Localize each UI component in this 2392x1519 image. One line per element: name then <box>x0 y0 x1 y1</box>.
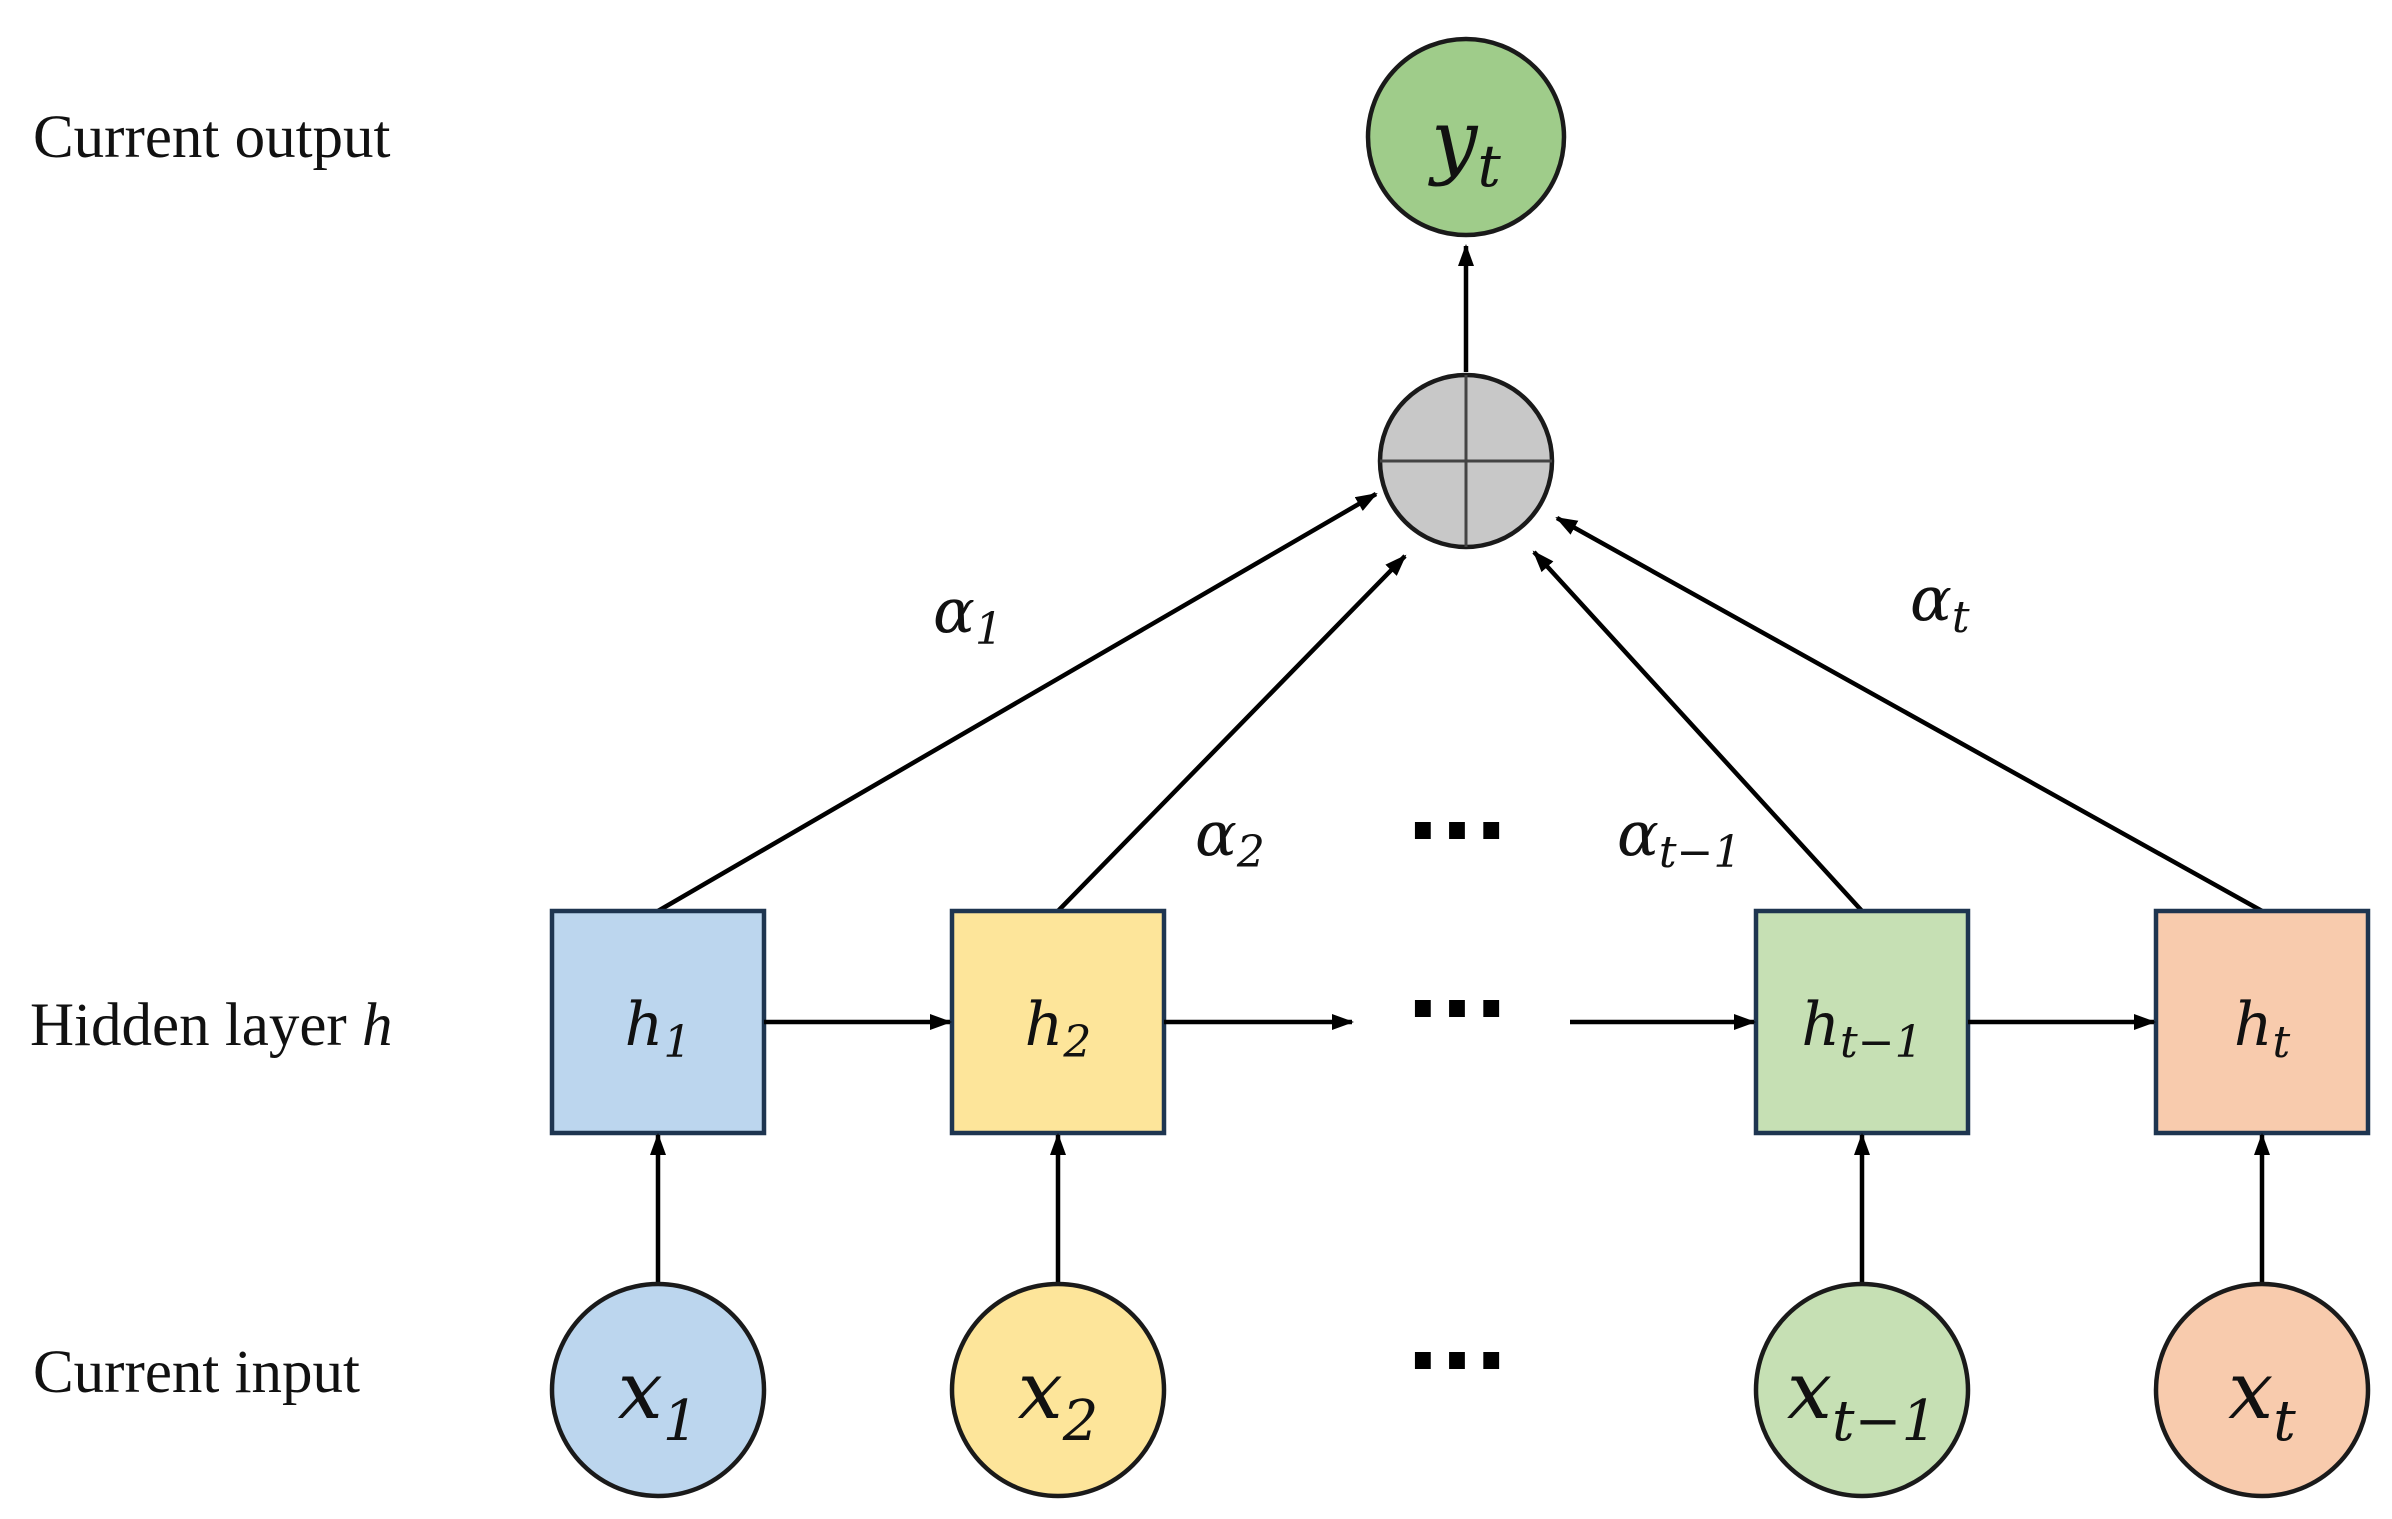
input-sub-2: 2 <box>1062 1389 1099 1454</box>
output-var: y <box>1427 93 1479 188</box>
weight-alpha-t-var: α <box>1910 562 1952 635</box>
input-x2: x2 <box>949 1281 1167 1499</box>
input-var-2: x <box>1018 1344 1063 1437</box>
weight-alpha-1-var: α <box>933 574 975 647</box>
hidden-sub-t-1: t−1 <box>1840 1017 1923 1068</box>
arrow-h1-to-sum <box>656 492 1378 913</box>
output-sub: t <box>1478 132 1502 200</box>
hidden-sub-t: t <box>2272 1017 2290 1068</box>
input-xt-1: xt−1 <box>1753 1281 1971 1499</box>
hidden-box-t-1 <box>1753 908 1971 1136</box>
input-circle-t <box>2153 1281 2371 1499</box>
hidden-box-t <box>2153 908 2371 1136</box>
current-input-label: Current input <box>33 1339 360 1406</box>
input-sub-1: 1 <box>663 1389 699 1454</box>
input-circle-t-1 <box>1753 1281 1971 1499</box>
current-output-label: Current output <box>33 104 391 171</box>
hidden-box-2 <box>949 908 1167 1136</box>
weight-alpha-1: α1 <box>933 574 1003 655</box>
weight-alpha-t-1-var: α <box>1617 797 1659 870</box>
arrow-ht1-to-sum <box>1532 550 1864 913</box>
hidden-state-ht-1: ht−1 <box>1753 908 1971 1136</box>
weight-alpha-1-sub: 1 <box>975 604 1003 655</box>
hidden-var-2: h <box>1025 990 1064 1060</box>
output-node: yt <box>1365 36 1567 238</box>
arrow-h2-to-sum <box>1056 554 1407 913</box>
weight-alpha-2-sub: 2 <box>1236 827 1265 878</box>
hidden-sub-1: 1 <box>663 1017 691 1068</box>
hidden-layer-label: Hidden layer h <box>30 992 393 1059</box>
input-sub-t: t <box>2273 1389 2296 1454</box>
input-label-1: x1 <box>618 1344 699 1454</box>
hidden-label-2: h2 <box>1025 990 1092 1068</box>
input-var-t-1: x <box>1787 1344 1832 1437</box>
hidden-sub-2: 2 <box>1062 1017 1091 1068</box>
input-sub-t-1: t−1 <box>1832 1389 1937 1454</box>
hidden-ellipsis: ··· <box>1406 957 1509 1062</box>
output-label: yt <box>1427 93 1501 200</box>
hidden-label-t: ht <box>2234 990 2291 1068</box>
hidden-layer-label-text: Hidden layer <box>30 992 362 1059</box>
hidden-layer-label-var: h <box>362 992 393 1059</box>
hidden-state-h1: h1 <box>549 908 767 1136</box>
weight-alpha-t-1-sub: t−1 <box>1659 827 1742 878</box>
input-label-t-1: xt−1 <box>1787 1344 1937 1454</box>
input-xt: xt <box>2153 1281 2371 1499</box>
input-circle-2 <box>949 1281 1167 1499</box>
sum-node <box>1377 372 1555 550</box>
hidden-var-t: h <box>2234 990 2273 1060</box>
hidden-var-1: h <box>625 990 664 1060</box>
hidden-label-1: h1 <box>625 990 692 1068</box>
hidden-var-t-1: h <box>1801 990 1840 1060</box>
weight-alpha-2-var: α <box>1195 797 1237 870</box>
hidden-state-h2: h2 <box>949 908 1167 1136</box>
output-circle <box>1365 36 1567 238</box>
weight-alpha-t-1: αt−1 <box>1617 797 1741 878</box>
input-var-t: x <box>2228 1344 2273 1437</box>
weight-alpha-2: α2 <box>1195 797 1265 878</box>
input-ellipsis: ··· <box>1406 1309 1509 1414</box>
input-var-1: x <box>618 1344 663 1437</box>
weights-ellipsis: ··· <box>1406 779 1509 884</box>
input-label-t: xt <box>2228 1344 2296 1454</box>
hidden-state-ht: ht <box>2153 908 2371 1136</box>
weight-alpha-t: αt <box>1910 562 1970 643</box>
arrow-ht-to-sum <box>1555 516 2264 913</box>
weight-alpha-t-sub: t <box>1952 592 1970 643</box>
input-x1: x1 <box>549 1281 767 1499</box>
input-circle-1 <box>549 1281 767 1499</box>
input-label-2: x2 <box>1018 1344 1099 1454</box>
hidden-label-t-1: ht−1 <box>1801 990 1922 1068</box>
